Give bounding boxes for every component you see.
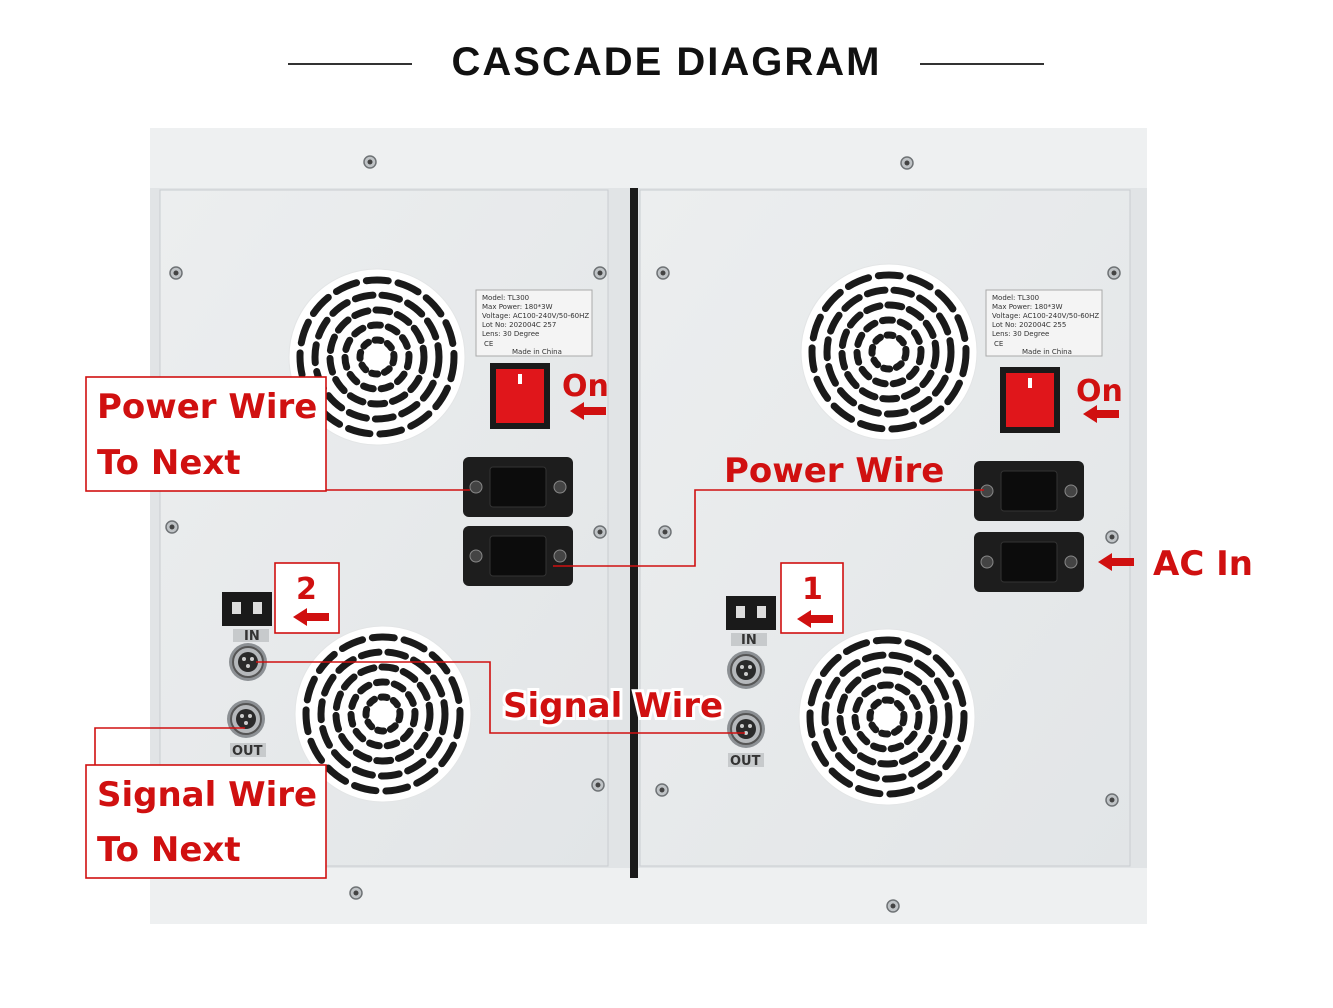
- port-label-in: IN: [741, 633, 757, 648]
- step-2-label: 2: [296, 572, 317, 607]
- power-wire-to-next-label: To Next: [97, 443, 241, 483]
- signal-out-connector-right[interactable]: [727, 710, 765, 748]
- panel-screw: [1106, 531, 1118, 543]
- spec-line: Model: TL300: [992, 294, 1039, 302]
- panel-screw: [659, 526, 671, 538]
- spec-label-left: Model: TL300 Max Power: 180*3W Voltage: …: [476, 290, 592, 356]
- port-label-in: IN: [244, 629, 260, 644]
- spec-line: Max Power: 180*3W: [992, 303, 1063, 311]
- signal-in-connector-right[interactable]: [727, 651, 765, 689]
- signal-out-connector-left[interactable]: [227, 700, 265, 738]
- power-in-socket-right[interactable]: [974, 532, 1084, 592]
- panel-screw: [594, 526, 606, 538]
- power-wire-to-next-label: Power Wire: [97, 387, 317, 427]
- panel-screw: [592, 779, 604, 791]
- frame-screw: [887, 900, 899, 912]
- panel-screw: [657, 267, 669, 279]
- panel-screw: [1106, 794, 1118, 806]
- signal-wire-label: Signal Wire: [503, 686, 723, 726]
- panel-divider: [630, 188, 638, 878]
- spec-line: Made in China: [512, 348, 562, 356]
- fan-icon: [799, 629, 975, 805]
- ac-in-label: AC In: [1153, 544, 1253, 584]
- frame-screw: [350, 887, 362, 899]
- on-label-right: On: [1076, 374, 1123, 409]
- spec-line: Lens: 30 Degree: [482, 330, 539, 338]
- spec-line: Lens: 30 Degree: [992, 330, 1049, 338]
- spec-line: Voltage: AC100-240V/50-60HZ: [992, 312, 1099, 320]
- power-wire-label: Power Wire: [724, 451, 944, 491]
- power-in-socket-left[interactable]: [463, 526, 573, 586]
- step-1-label: 1: [802, 572, 823, 607]
- spec-line: Made in China: [1022, 348, 1072, 356]
- signal-wire-to-next-label: To Next: [97, 830, 241, 870]
- spec-label-right: Model: TL300 Max Power: 180*3W Voltage: …: [986, 290, 1102, 356]
- power-out-socket-right[interactable]: [974, 461, 1084, 521]
- panel-screw: [166, 521, 178, 533]
- ce-mark: CE: [994, 340, 1003, 348]
- spec-line: Max Power: 180*3W: [482, 303, 553, 311]
- panel-screw: [170, 267, 182, 279]
- panel-screw: [594, 267, 606, 279]
- port-label-out: OUT: [730, 754, 761, 769]
- on-label-left: On: [562, 369, 609, 404]
- spec-line: Voltage: AC100-240V/50-60HZ: [482, 312, 589, 320]
- spec-line: Model: TL300: [482, 294, 529, 302]
- power-switch-left[interactable]: [490, 363, 550, 429]
- spec-line: Lot No: 202004C 255: [992, 321, 1066, 329]
- signal-wire-to-next-label: Signal Wire: [97, 775, 317, 815]
- panel-screw: [656, 784, 668, 796]
- fan-icon: [801, 264, 977, 440]
- frame-screw: [364, 156, 376, 168]
- spec-line: Lot No: 202004C 257: [482, 321, 556, 329]
- panel-screw: [1108, 267, 1120, 279]
- power-out-socket-left[interactable]: [463, 457, 573, 517]
- ce-mark: CE: [484, 340, 493, 348]
- port-label-out: OUT: [232, 744, 263, 759]
- power-switch-right[interactable]: [1000, 367, 1060, 433]
- frame-screw: [901, 157, 913, 169]
